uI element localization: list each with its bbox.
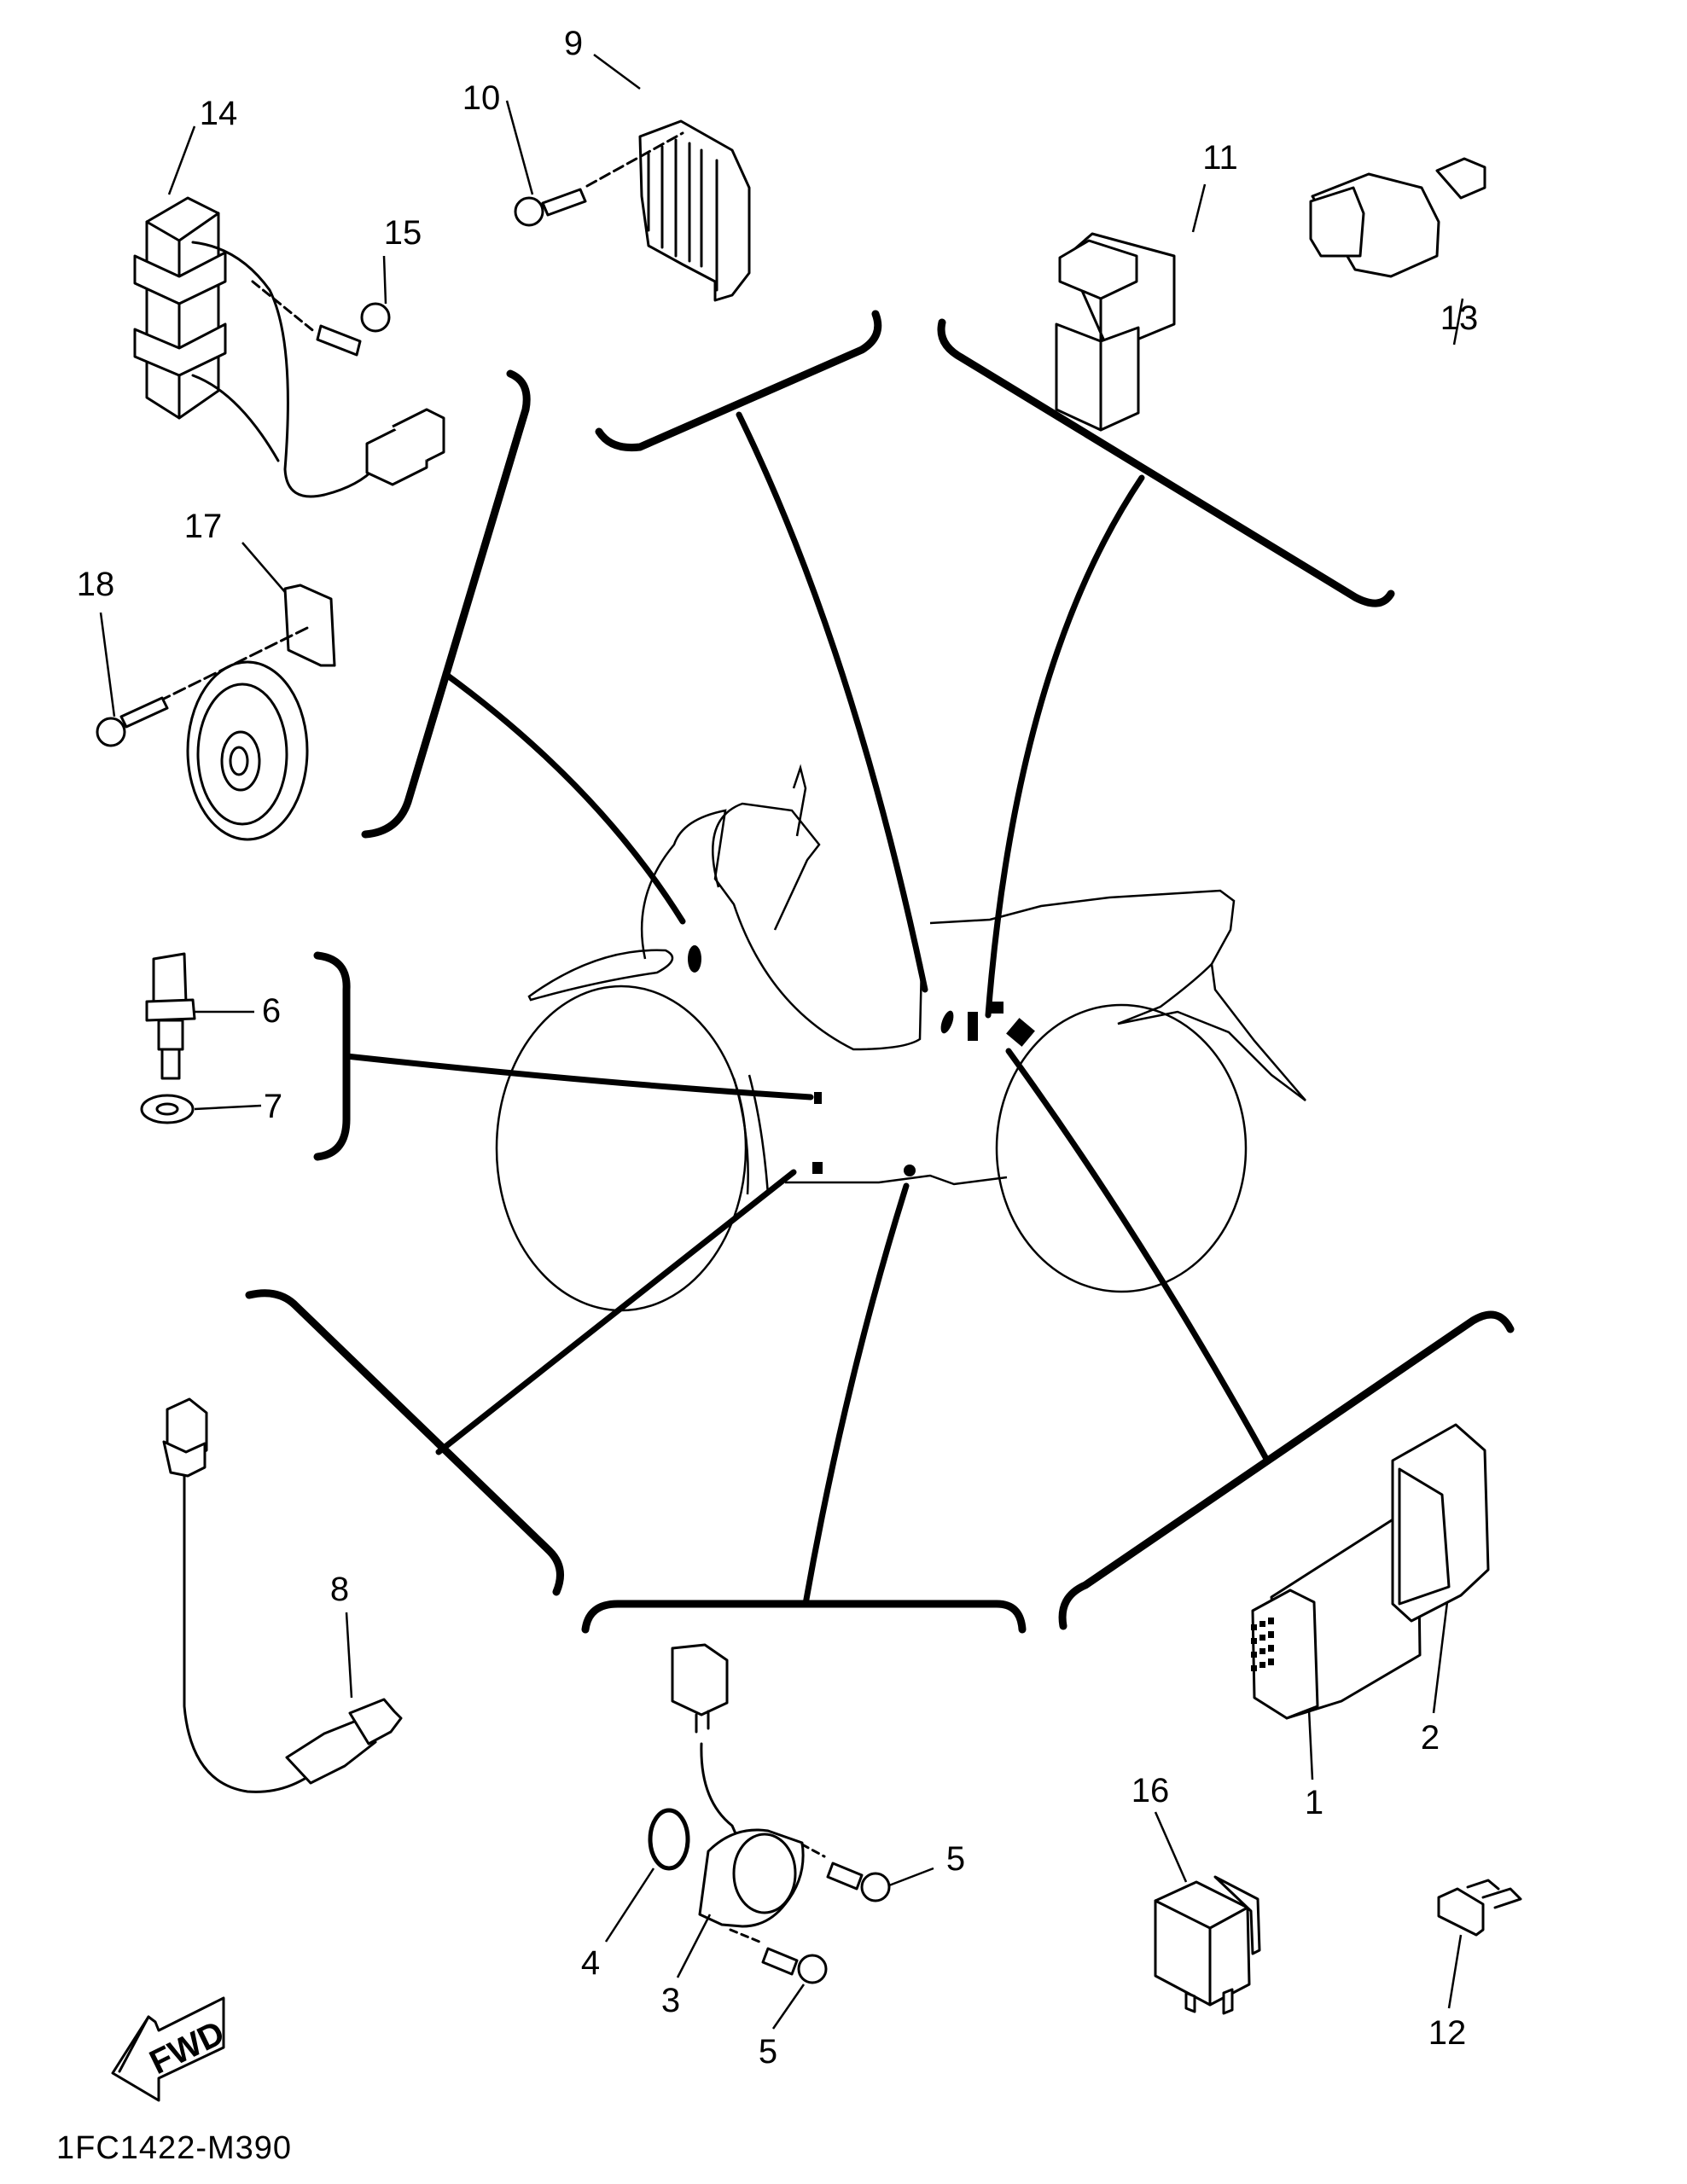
callout-7[interactable]: 7 [264, 1088, 282, 1125]
part-bolt-18[interactable] [96, 626, 309, 747]
callout-2[interactable]: 2 [1421, 1719, 1440, 1757]
part-resistor[interactable] [133, 196, 445, 498]
part-sensor-3[interactable] [671, 1643, 805, 1928]
spoke-temp [343, 1053, 814, 1101]
callout-5b[interactable]: 5 [759, 2033, 777, 2071]
part-fuse[interactable] [1437, 1879, 1522, 1937]
bike-mark-regulator [968, 1012, 978, 1041]
leader-lines [99, 53, 1464, 2030]
callout-5a[interactable]: 5 [946, 1840, 965, 1878]
group-brackets [245, 310, 1515, 1634]
bike-mark-sensor [904, 1165, 916, 1176]
callout-numbers: 14 15 10 9 11 13 17 18 6 7 8 4 3 5 5 1 2… [77, 25, 1479, 2071]
spoke-sensor [802, 1182, 910, 1607]
callout-9[interactable]: 9 [564, 25, 583, 62]
callout-17[interactable]: 17 [184, 508, 223, 545]
spoke-horn [442, 671, 686, 925]
part-relay-11[interactable] [1055, 232, 1176, 432]
bracket-temp-sensor [313, 951, 351, 1161]
callout-14[interactable]: 14 [200, 95, 238, 132]
callout-4[interactable]: 4 [581, 1944, 600, 1982]
spoke-relay [985, 474, 1145, 1019]
part-rectifier-regulator[interactable] [638, 119, 751, 302]
part-bolt-10[interactable] [514, 131, 684, 227]
callout-16[interactable]: 16 [1131, 1772, 1170, 1809]
bike-mark-temp [814, 1092, 822, 1104]
part-screw-5b[interactable] [729, 1928, 828, 1984]
part-o-ring[interactable] [648, 1808, 690, 1871]
callout-13[interactable]: 13 [1440, 299, 1479, 337]
bike-mark-o2 [812, 1162, 823, 1174]
callout-18[interactable]: 18 [77, 566, 115, 603]
part-temp-sensor[interactable] [145, 952, 196, 1080]
bracket-regulator [595, 310, 882, 452]
part-bolt-15[interactable] [251, 280, 391, 357]
motorcycle-silhouette [495, 764, 1306, 1312]
bike-mark-relay-b [1006, 1018, 1035, 1047]
callout-8[interactable]: 8 [330, 1571, 349, 1608]
callout-1[interactable]: 1 [1305, 1784, 1323, 1821]
spoke-ecu [1005, 1048, 1270, 1462]
part-o2-sensor[interactable] [162, 1397, 403, 1793]
callout-3[interactable]: 3 [661, 1982, 680, 2019]
spoke-o2 [435, 1169, 797, 1455]
bracket-o2-sensor [245, 1289, 564, 1596]
part-horn[interactable] [186, 584, 336, 841]
bracket-sensor [581, 1600, 1027, 1634]
bracket-relay [937, 318, 1395, 607]
bracket-ecu [1058, 1310, 1515, 1630]
part-relay-16[interactable] [1154, 1875, 1261, 2015]
callout-12[interactable]: 12 [1428, 2014, 1467, 2052]
callout-11[interactable]: 11 [1202, 139, 1238, 177]
part-washer[interactable] [140, 1094, 195, 1124]
callout-10[interactable]: 10 [462, 79, 501, 117]
callout-6[interactable]: 6 [262, 992, 281, 1030]
bike-mark-horn [688, 945, 701, 973]
bracket-horn-resistor [361, 369, 531, 839]
part-ecu[interactable] [1251, 1517, 1422, 1720]
drawing-code: 1FC1422-M390 [56, 2130, 292, 2166]
part-ecu-cover[interactable] [1391, 1423, 1490, 1623]
forward-direction-arrow: FWD [111, 1996, 230, 2102]
spoke-regulator [736, 411, 928, 993]
bike-mark-relay-a [990, 1002, 1003, 1014]
bike-mark-ecu [940, 1010, 954, 1034]
part-switch-13[interactable] [1309, 157, 1486, 278]
part-screw-5a[interactable] [800, 1843, 891, 1902]
callout-15[interactable]: 15 [384, 214, 422, 252]
